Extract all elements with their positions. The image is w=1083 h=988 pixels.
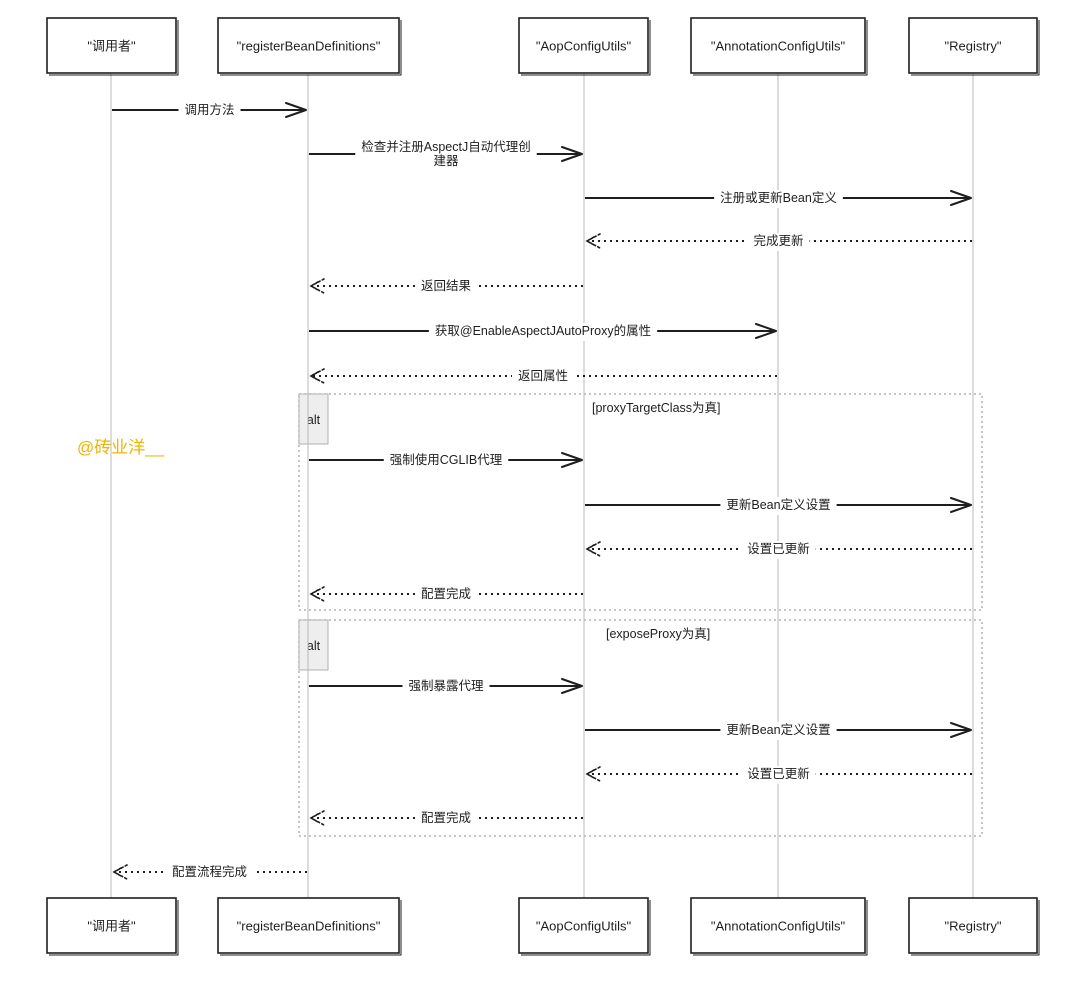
arrowhead — [561, 678, 583, 694]
alt-tag: alt — [298, 393, 329, 445]
alt-fragment: alt [exposeProxy为真] — [298, 619, 983, 837]
participant-label: "AnnotationConfigUtils" — [711, 919, 846, 934]
message-arrow: 设置已更新 — [585, 541, 972, 559]
message-arrow: 完成更新 — [585, 233, 972, 251]
message-arrow: 获取@EnableAspectJAutoProxy的属性 — [309, 323, 777, 341]
arrowhead — [561, 146, 583, 162]
message-arrow: 强制使用CGLIB代理 — [309, 452, 583, 470]
message-arrow: 强制暴露代理 — [309, 678, 583, 696]
message-text: 获取@EnableAspectJAutoProxy的属性 — [435, 323, 651, 338]
message-arrow: 注册或更新Bean定义 — [585, 190, 972, 208]
message-arrow: 返回结果 — [309, 278, 583, 296]
lifelines-layer — [110, 73, 974, 898]
alt-tag-label: alt — [307, 639, 321, 653]
message-label: 设置已更新 — [741, 541, 816, 559]
arrowhead — [309, 368, 325, 384]
message-text: 设置已更新 — [747, 766, 810, 781]
message-label: 返回结果 — [414, 278, 478, 296]
message-text: 返回结果 — [421, 279, 472, 293]
arrowhead — [950, 497, 972, 513]
message-text: 更新Bean定义设置 — [726, 497, 830, 512]
message-text: 配置流程完成 — [172, 864, 247, 879]
arrowhead — [561, 452, 583, 468]
arrowhead — [112, 864, 128, 880]
participant-label: "AnnotationConfigUtils" — [711, 39, 846, 54]
watermark-text: @砖业洋__ — [77, 438, 165, 457]
participant-label: "调用者" — [87, 39, 136, 54]
participant-caller-bottom: "调用者" — [46, 897, 179, 956]
message-text: 建器 — [433, 154, 459, 168]
message-label: 设置已更新 — [741, 766, 816, 784]
arrowhead — [309, 278, 325, 294]
message-arrow: 更新Bean定义设置 — [585, 722, 972, 740]
arrowhead — [309, 810, 325, 826]
message-label: 强制使用CGLIB代理 — [383, 452, 509, 470]
fragment-condition: [exposeProxy为真] — [606, 627, 710, 641]
participant-reg-top: "Registry" — [908, 17, 1040, 76]
message-text: 配置完成 — [421, 810, 471, 825]
message-text: 配置完成 — [421, 586, 471, 601]
arrowhead — [309, 586, 325, 602]
arrowhead — [950, 722, 972, 738]
participant-caller-top: "调用者" — [46, 17, 179, 76]
participant-acu-bottom: "AnnotationConfigUtils" — [690, 897, 868, 956]
message-text: 注册或更新Bean定义 — [720, 190, 837, 205]
arrowhead — [285, 102, 307, 118]
fragments-layer: alt [proxyTargetClass为真] alt [exposeProxy为真… — [298, 393, 983, 837]
message-text: 检查并注册AspectJ自动代理创 — [361, 139, 530, 154]
message-text: 设置已更新 — [747, 541, 810, 556]
participant-label: "Registry" — [945, 919, 1002, 934]
participant-aop-top: "AopConfigUtils" — [518, 17, 651, 76]
message-arrow: 配置完成 — [309, 810, 583, 828]
participants-layer: "调用者" "调用者" "registerBeanDefinitions" "regi… — [46, 17, 1040, 956]
arrowhead — [950, 190, 972, 206]
participant-label: "AopConfigUtils" — [536, 39, 632, 54]
participant-acu-top: "AnnotationConfigUtils" — [690, 17, 868, 76]
alt-fragment: alt [proxyTargetClass为真] — [298, 393, 983, 611]
message-text: 完成更新 — [753, 233, 803, 248]
participant-label: "Registry" — [945, 39, 1002, 54]
message-arrow: 配置完成 — [309, 586, 583, 604]
alt-tag: alt — [298, 619, 329, 671]
participant-rbd-top: "registerBeanDefinitions" — [217, 17, 402, 76]
message-text: 更新Bean定义设置 — [726, 722, 830, 737]
message-arrow: 调用方法 — [112, 102, 307, 120]
message-arrow: 更新Bean定义设置 — [585, 497, 972, 515]
message-arrow: 配置流程完成 — [112, 864, 307, 882]
fragment-condition: [proxyTargetClass为真] — [592, 401, 721, 415]
message-label: 更新Bean定义设置 — [720, 497, 837, 515]
message-label: 调用方法 — [178, 102, 241, 120]
participant-label: "AopConfigUtils" — [536, 919, 632, 934]
message-arrow: 设置已更新 — [585, 766, 972, 784]
participant-reg-bottom: "Registry" — [908, 897, 1040, 956]
arrowhead — [755, 323, 777, 339]
message-label: 配置完成 — [414, 586, 478, 604]
arrowhead — [585, 766, 601, 782]
message-arrow: 返回属性 — [309, 368, 777, 386]
participant-rbd-bottom: "registerBeanDefinitions" — [217, 897, 402, 956]
message-label: 获取@EnableAspectJAutoProxy的属性 — [428, 323, 658, 341]
message-text: 强制使用CGLIB代理 — [390, 452, 503, 467]
message-label: 完成更新 — [747, 233, 810, 251]
messages-layer: 调用方法检查并注册AspectJ自动代理创建器注册或更新Bean定义完成更新返回… — [112, 102, 972, 882]
participant-label: "registerBeanDefinitions" — [237, 919, 381, 934]
message-label: 配置完成 — [414, 810, 478, 828]
arrowhead — [585, 233, 601, 249]
participant-label: "调用者" — [87, 919, 136, 934]
participant-aop-bottom: "AopConfigUtils" — [518, 897, 651, 956]
participant-label: "registerBeanDefinitions" — [237, 39, 381, 54]
message-label: 返回属性 — [511, 368, 575, 386]
message-label: 强制暴露代理 — [402, 678, 490, 696]
message-label: 更新Bean定义设置 — [720, 722, 837, 740]
message-text: 调用方法 — [184, 102, 234, 117]
arrowhead — [585, 541, 601, 557]
alt-tag-label: alt — [307, 413, 321, 427]
message-text: 强制暴露代理 — [408, 679, 484, 693]
message-label: 注册或更新Bean定义 — [714, 190, 843, 208]
message-text: 返回属性 — [518, 369, 568, 383]
message-label: 配置流程完成 — [165, 864, 254, 882]
